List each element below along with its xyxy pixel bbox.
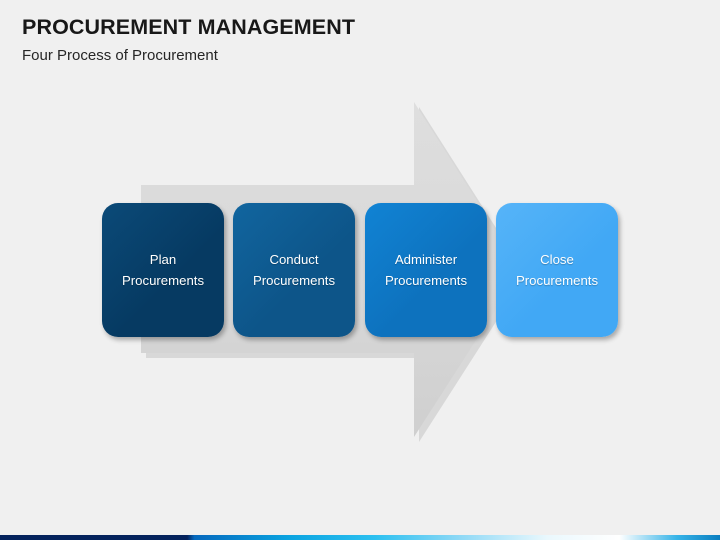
bottom-gradient-bar — [0, 531, 720, 540]
process-box-label: Plan Procurements — [121, 252, 205, 288]
page-title: PROCUREMENT MANAGEMENT — [22, 15, 356, 39]
process-box-label: Close Procurements — [515, 252, 599, 288]
process-box-close-procurements[interactable]: Close Procurements — [496, 203, 618, 337]
process-box-label: Conduct Procurements — [252, 252, 336, 288]
bottom-gradient-bar-fill — [0, 535, 720, 540]
slide-header: PROCUREMENT MANAGEMENT Four Process of P… — [22, 14, 642, 66]
page-subtitle: Four Process of Procurement — [22, 47, 218, 64]
process-box-plan-procurements[interactable]: Plan Procurements — [102, 203, 224, 337]
process-box-label: Administer Procurements — [384, 252, 468, 288]
process-box-administer-procurements[interactable]: Administer Procurements — [365, 203, 487, 337]
process-box-conduct-procurements[interactable]: Conduct Procurements — [233, 203, 355, 337]
